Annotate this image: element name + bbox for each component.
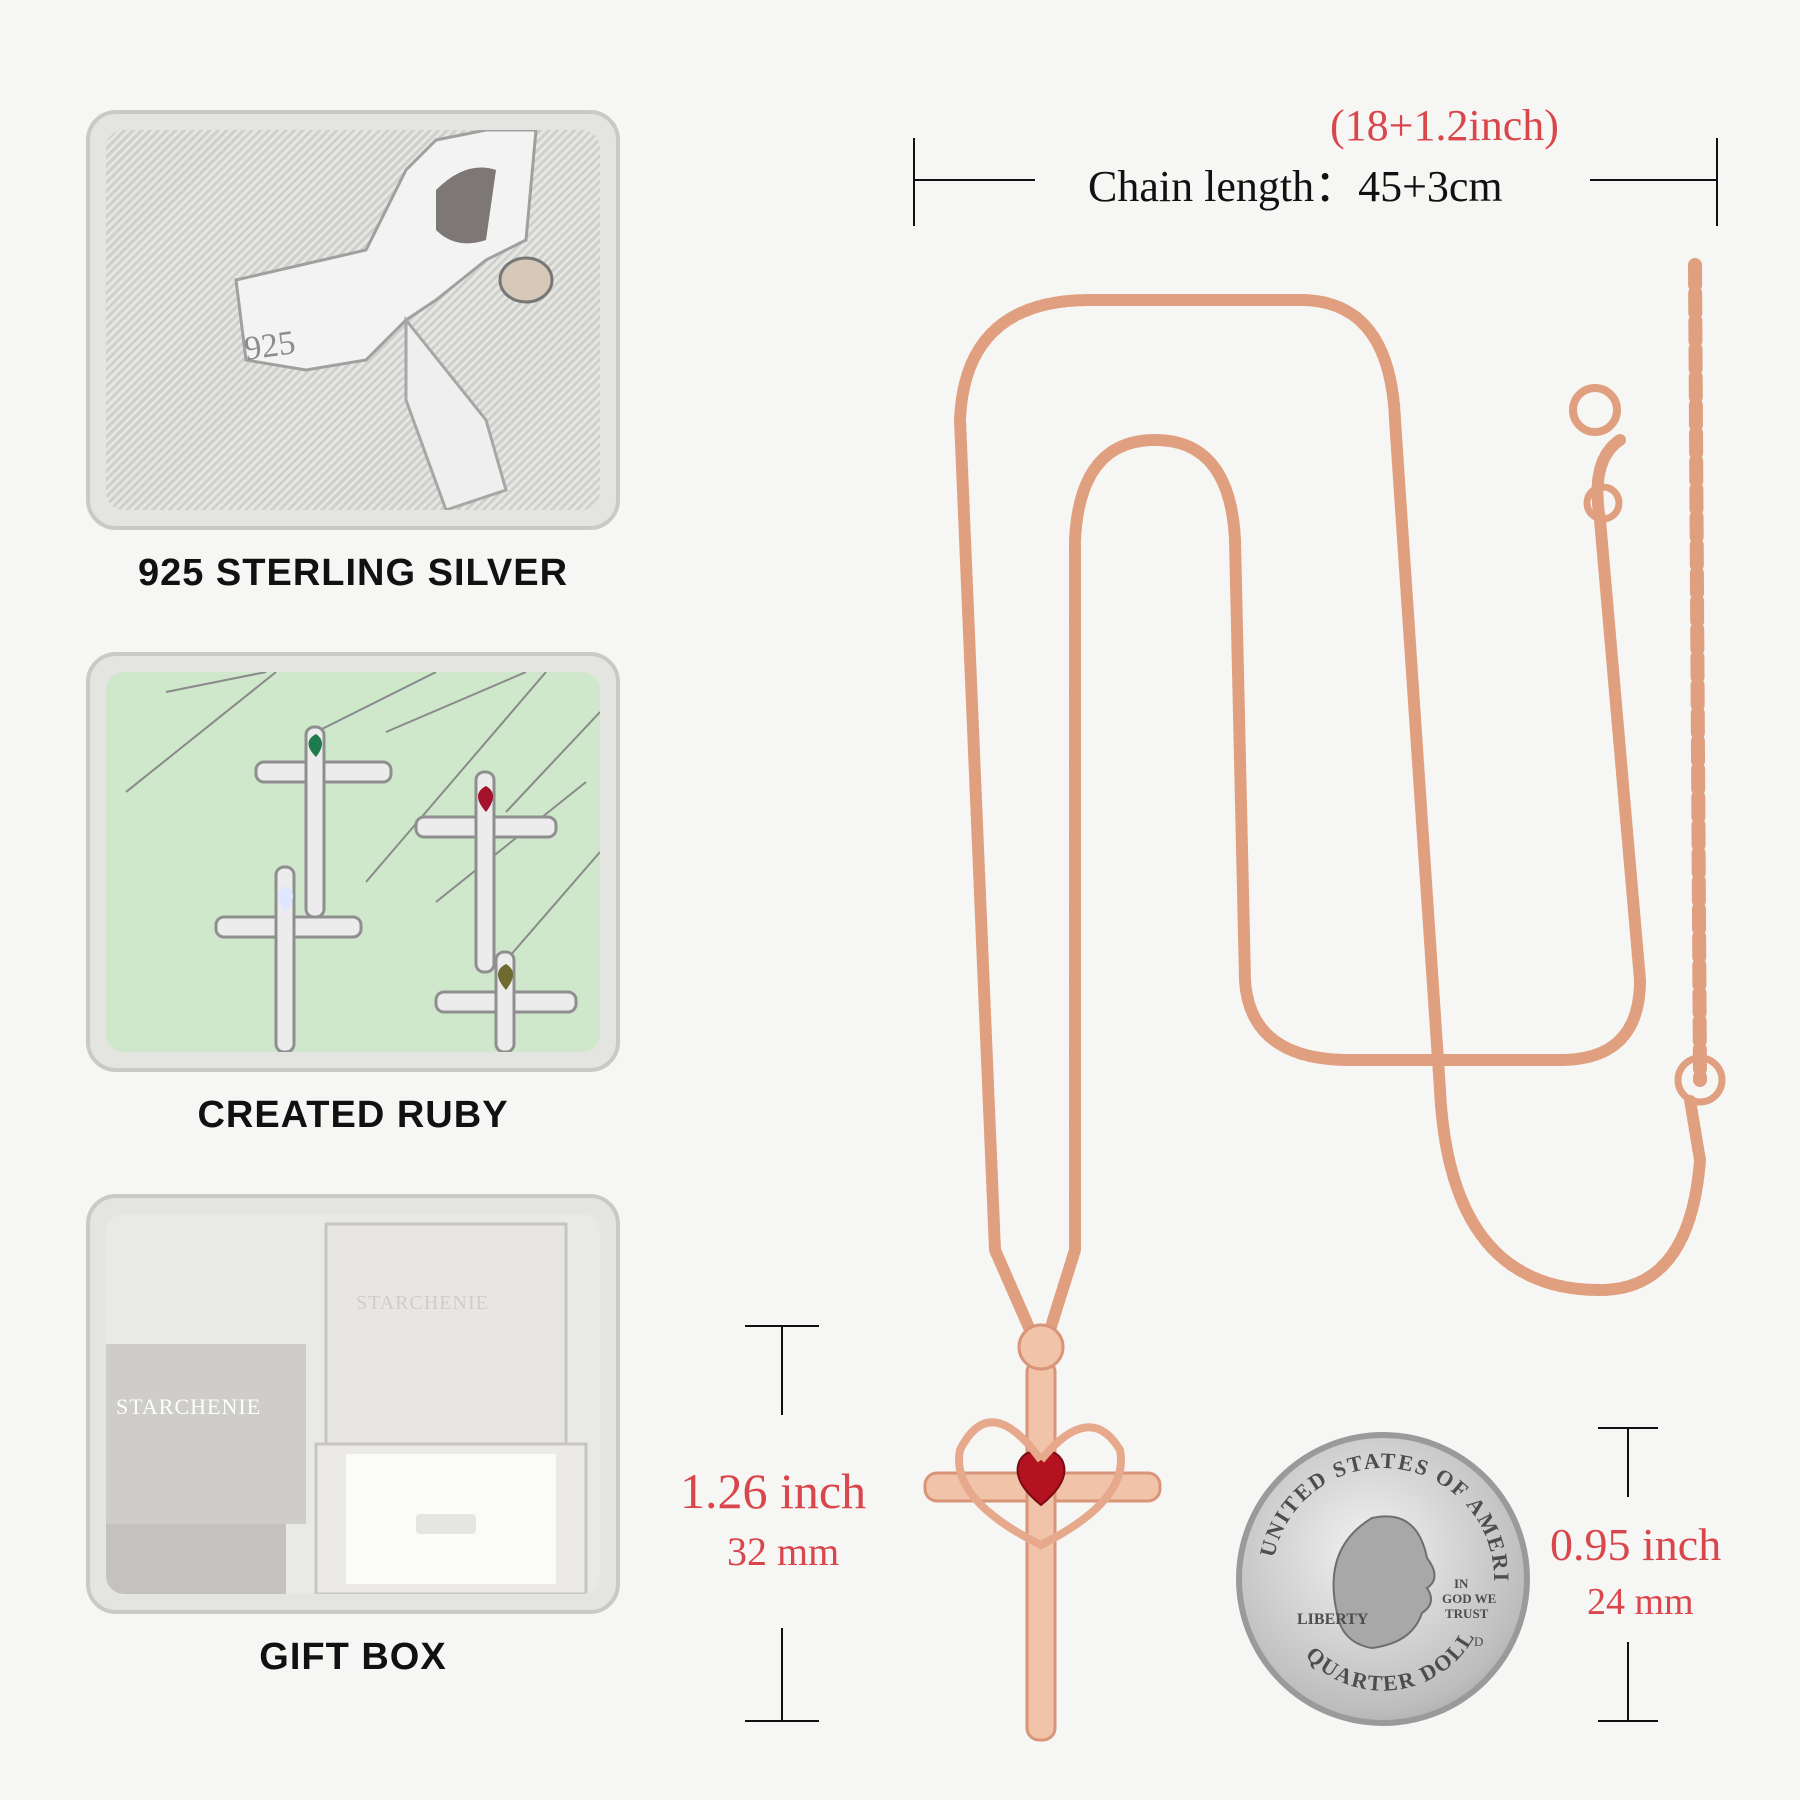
coin-dimension-bottom-tick: [1598, 1720, 1658, 1722]
sterling-silver-photo: 925: [106, 130, 600, 510]
created-ruby-photo: [106, 672, 600, 1052]
chain-dimension-left-line: [913, 179, 1035, 181]
coin-dimension-line-top: [1627, 1427, 1629, 1497]
green-pendant: [254, 725, 393, 919]
jump-ring: [1583, 483, 1623, 523]
white-pendant: [214, 865, 363, 1052]
spring-ring-clasp: [1569, 384, 1621, 436]
created-ruby-photo-panel: [86, 652, 620, 1072]
pendant-size-mm: 32 mm: [727, 1529, 840, 1574]
pendant-heart-outline: [955, 1418, 1125, 1550]
gift-box-photo: STARCHENIE STARCHENIE: [106, 1214, 600, 1594]
extender-chain: [1688, 258, 1707, 1087]
coin-motto-1: IN: [1454, 1576, 1469, 1591]
silver-stamp-text: 925: [242, 324, 298, 368]
created-ruby-label: CREATED RUBY: [197, 1094, 509, 1136]
chain-dimension-right-tick: [1716, 138, 1718, 226]
sterling-silver-label: 925 STERLING SILVER: [137, 552, 569, 594]
sterling-silver-photo-panel: 925: [86, 110, 620, 530]
coin-size-mm: 24 mm: [1587, 1581, 1694, 1623]
coin-motto-2: GOD WE: [1442, 1591, 1496, 1606]
ruby-pendant: [414, 770, 558, 974]
gift-box-photo-panel: STARCHENIE STARCHENIE: [86, 1194, 620, 1614]
pendant-dimension-bottom-tick: [745, 1720, 819, 1722]
washington-profile: [1332, 1515, 1436, 1650]
cross-pendant: [923, 1323, 1162, 1742]
pendant-size-inch: 1.26 inch: [680, 1463, 867, 1519]
pendant-dimension-line-top: [781, 1325, 783, 1415]
coin-dimension-line-bottom: [1627, 1642, 1629, 1722]
gift-box-label: GIFT BOX: [259, 1636, 447, 1678]
chain-dimension-left-tick: [913, 138, 915, 226]
pendant-dimension-line-bottom: [781, 1628, 783, 1722]
chain-length-cm: Chain length：45+3cm: [1088, 162, 1503, 211]
gift-box-brand-left: STARCHENIE: [116, 1394, 261, 1419]
quarter-coin: UNITED STATES OF AMERICA QUARTER DOLLAR …: [1236, 1432, 1530, 1726]
gift-box-brand-lid: STARCHENIE: [356, 1292, 489, 1314]
chain-length-inch: (18+1.2inch): [1330, 101, 1559, 150]
necklace-chain: [954, 294, 1706, 1336]
coin-liberty: LIBERTY: [1297, 1611, 1369, 1628]
coin-mint-mark: D: [1474, 1634, 1483, 1649]
necklace-chain-inner: [1044, 434, 1646, 1336]
coin-motto-3: TRUST: [1445, 1606, 1489, 1621]
chain-dimension-right-line: [1590, 179, 1718, 181]
extender-end-ring: [1674, 1054, 1726, 1106]
coin-size-inch: 0.95 inch: [1550, 1519, 1722, 1570]
